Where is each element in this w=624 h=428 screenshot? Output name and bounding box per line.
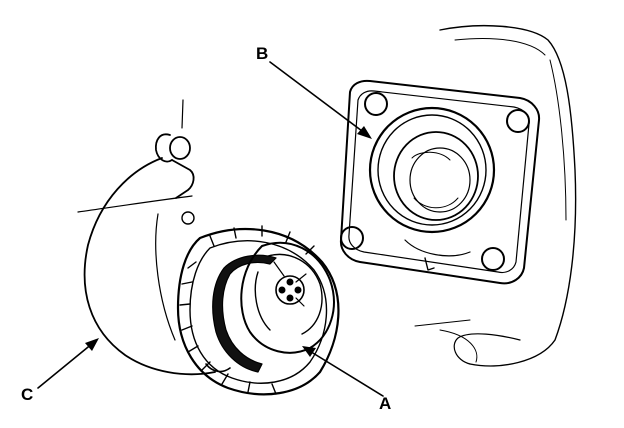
- leader-line-a: [307, 349, 384, 397]
- mount-hole-bottom-right: [481, 247, 505, 271]
- tether-cable: [83, 157, 216, 376]
- mount-hole-top-left: [364, 92, 388, 116]
- body-panel: [414, 24, 577, 367]
- tether-anchor: [155, 99, 195, 225]
- mount-hole-top-right: [506, 109, 530, 133]
- arrowhead-b: [357, 126, 372, 139]
- leader-line-b: [269, 61, 367, 135]
- callout-label-b: B: [256, 44, 269, 63]
- fuel-cap: [176, 225, 340, 396]
- arrowhead-c: [85, 338, 99, 351]
- arrowheads: [85, 126, 372, 357]
- mount-hole-bottom-left: [340, 226, 364, 250]
- leader-line-c: [37, 342, 94, 389]
- leader-lines: [37, 61, 384, 397]
- callout-label-c: C: [21, 385, 34, 404]
- filler-neck-housing: [339, 79, 541, 285]
- callout-label-a: A: [379, 394, 392, 413]
- arrowhead-a: [302, 346, 316, 357]
- body-edge: [77, 195, 193, 341]
